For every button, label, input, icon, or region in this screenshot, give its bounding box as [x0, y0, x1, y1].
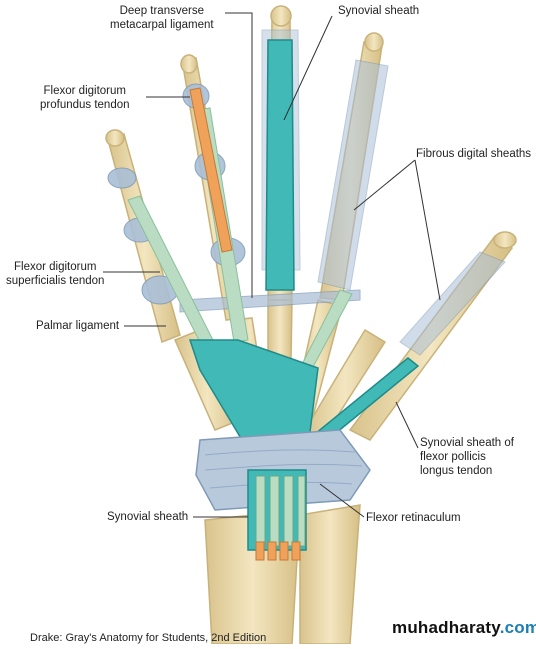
watermark: muhadharaty.com	[392, 618, 536, 637]
ulna	[299, 504, 361, 645]
profundus-tendon	[189, 87, 233, 253]
label-deep-transverse-metacarpal-ligament: Deep transverse metacarpal ligament	[110, 5, 214, 31]
profundus-tendons-wrist	[255, 541, 301, 561]
middle-finger-synovial-sheath	[265, 39, 295, 291]
label-synovial-sheath-top: Synovial sheath	[338, 5, 420, 17]
label-fibrous-digital-sheaths: Fibrous digital sheaths	[416, 148, 532, 160]
label-synovial-sheath-pollicis: Synovial sheath of flexor pollicis longu…	[420, 437, 514, 477]
label-palmar-ligament: Palmar ligament	[36, 320, 120, 332]
label-flexor-retinaculum: Flexor retinaculum	[366, 512, 461, 524]
label-flexor-digitorum-superficialis: Flexor digitorum superficialis tendon	[6, 261, 105, 287]
label-flexor-digitorum-profundus: Flexor digitorum profundus tendon	[40, 85, 130, 111]
source-credit: Drake: Gray's Anatomy for Students, 2nd …	[30, 632, 267, 644]
deep-transverse-metacarpal-ligament	[179, 289, 361, 313]
leader-lines	[103, 12, 441, 518]
label-synovial-sheath-bottom: Synovial sheath	[107, 511, 189, 523]
